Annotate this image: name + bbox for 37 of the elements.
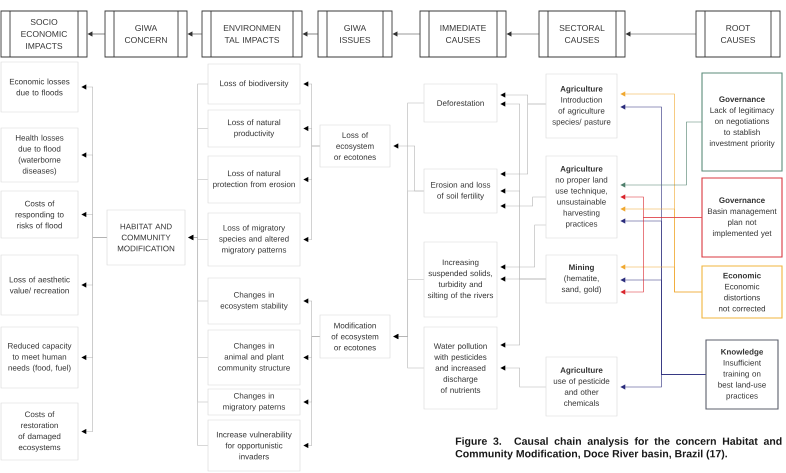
cause-box: Economic Economic distortions not corrected <box>701 265 783 319</box>
cause-box: Agriculture no proper land use technique, unsustainable harvesting practices <box>546 156 618 238</box>
text-box: Water pollution with pesticides and increased discharge of nutrients <box>424 326 498 410</box>
text-box: Changes in ecosystem stability <box>208 278 300 324</box>
text-box: Changes in animal and plant community structure <box>208 330 300 386</box>
text-box: Changes in migratory paterns <box>208 388 300 416</box>
cause-box: Knowledge Insufficient training on best land-use practices <box>705 339 779 410</box>
caption: Figure 3. Causal chain analysis for the concern Habitat and Community Modification, Doce River basin, Brazil (17). <box>456 437 782 460</box>
header-box: IMMEDIATE CAUSES <box>420 10 506 58</box>
text-box: Modification of ecosystem or ecotones <box>320 314 390 358</box>
cause-box: Governance Lack of legitimacy on negotiations to stablish investment priority <box>701 72 783 172</box>
text-box: Increase vulnerability for opportunistic invaders <box>208 420 300 472</box>
header-box: GIWA ISSUES <box>318 10 392 58</box>
text-box: Reduced capacity to meet human needs (food, fuel) <box>0 326 78 388</box>
text-box: Loss of biodiversity <box>208 64 300 104</box>
header-box: SECTORAL CAUSES <box>538 10 626 58</box>
text-box: Health losses due to flood (waterborne diseases) <box>0 128 78 182</box>
text-box: Loss of ecosystem or ecotones <box>320 124 390 168</box>
text-box: Loss of migratory species and altered migratory patterns <box>208 212 300 266</box>
text-box: Loss of natural protection from erosion <box>208 156 300 204</box>
text-box: Costs of responding to risks of flood <box>0 190 78 238</box>
text-box: Erosion and loss of soil fertility <box>424 168 498 214</box>
cause-box: Governance Basin management plan not implemented yet <box>701 177 783 258</box>
header-box: ENVIRONMEN TAL IMPACTS <box>202 10 302 58</box>
text-box: Loss of aesthetic value/ recreation <box>0 254 78 316</box>
text-box: Economic losses due to floods <box>0 62 78 112</box>
header-box: SOCIO ECONOMIC IMPACTS <box>0 10 88 58</box>
text-box: Costs of restoration of damaged ecosystems <box>0 402 78 460</box>
cause-box: Mining (hematite, sand, gold) <box>546 254 618 304</box>
cause-box: Agriculture use of pesticide and other chemicals <box>546 356 618 416</box>
cause-box: Agriculture Introduction of agriculture species/ pasture <box>546 74 618 138</box>
header-box: GIWA CONCERN <box>104 10 188 58</box>
text-box: Increasing suspended solids, turbidity and silting of the rivers <box>424 242 498 318</box>
text-box: HABITAT AND COMMUNITY MODIFICATION <box>106 210 186 266</box>
text-box: Deforestation <box>424 84 498 122</box>
text-box: Loss of natural productivity <box>208 110 300 148</box>
header-box: ROOT CAUSES <box>696 10 780 58</box>
